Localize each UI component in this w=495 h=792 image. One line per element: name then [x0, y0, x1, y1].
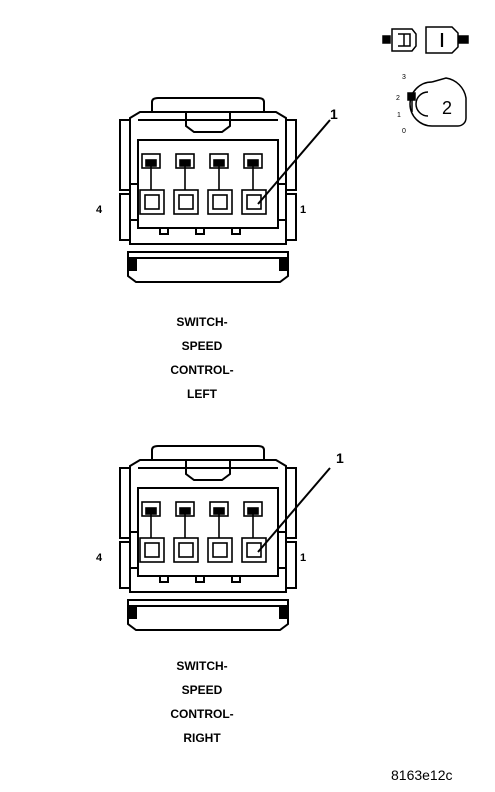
connector-left-caption-line-2: SPEED [182, 339, 223, 353]
position-mark-3: 3 [402, 74, 406, 81]
connector-right-caption-line-4: RIGHT [183, 731, 221, 745]
view-number-label: 2 [442, 98, 452, 118]
connector-side-view-icon [382, 26, 469, 54]
connector-left-caption-line-1: SWITCH- [176, 315, 227, 329]
connector-right-drawing [119, 445, 331, 631]
connector-left-caption-line-3: CONTROL- [170, 363, 233, 377]
connector-right-caption-line-1: SWITCH- [176, 659, 227, 673]
position-mark-1: 1 [397, 112, 401, 119]
connector-right-pin-1-label: 1 [300, 552, 306, 564]
connector-left-caption-line-4: LEFT [187, 387, 218, 401]
connector-right-pin-4-label: 4 [96, 552, 103, 564]
connector-left-pin-1-label: 1 [300, 204, 306, 216]
connector-right-callout: 1 [336, 450, 344, 466]
position-mark-0: 0 [402, 128, 406, 135]
connector-left-pin-4-label: 4 [96, 204, 103, 216]
position-mark-2: 2 [396, 95, 400, 102]
connector-left: 1 4 1 SWITCH- SPEED CONTROL- LEFT [96, 97, 338, 401]
legend-group: 3 2 1 0 2 [382, 26, 469, 135]
connector-left-callout: 1 [330, 106, 338, 122]
connector-right: 1 4 1 SWITCH- SPEED CONTROL- RIGHT [96, 445, 344, 745]
position-switch-icon [407, 77, 467, 127]
connector-right-caption-line-2: SPEED [182, 683, 223, 697]
figure-id-label: 8163e12c [391, 767, 453, 783]
connector-right-caption-line-3: CONTROL- [170, 707, 233, 721]
connector-left-drawing [119, 97, 331, 283]
